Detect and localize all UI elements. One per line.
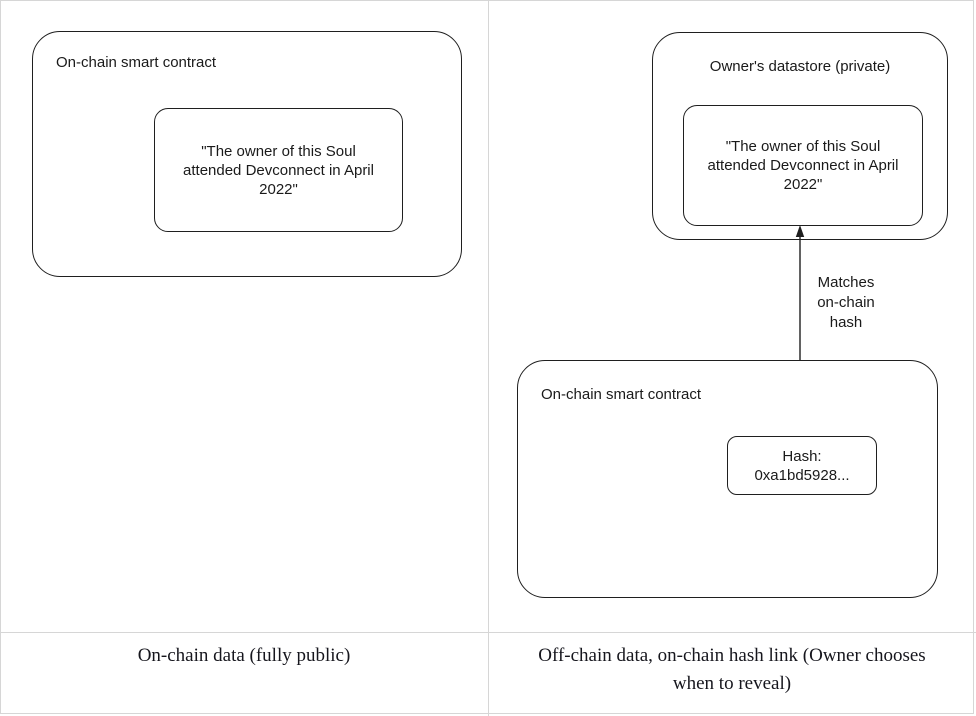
owners-datastore-container: Owner's datastore (private) "The owner o… [652,32,948,240]
caption-offchain-data: Off-chain data, on-chain hash link (Owne… [538,645,926,694]
table-column-divider [488,0,489,716]
onchain-contract-container-left: On-chain smart contract "The owner of th… [32,31,462,277]
caption-onchain-data: On-chain data (fully public) [137,645,351,666]
matches-hash-arrow-label: Matches on-chain hash [817,274,875,331]
onchain-contract-label-left: On-chain smart contract [56,54,217,71]
table-row-divider [0,632,976,633]
owners-datastore-label: Owner's datastore (private) [709,58,891,75]
arrowhead-up [795,225,805,237]
onchain-contract-label-right: On-chain smart contract [541,386,702,403]
claim-box-right: "The owner of this Soul attended Devconn… [683,105,923,226]
hash-box: Hash: 0xa1bd5928... [727,436,877,495]
claim-box-left: "The owner of this Soul attended Devconn… [154,108,403,232]
onchain-contract-container-right: On-chain smart contract Hash: 0xa1bd5928… [517,360,938,598]
